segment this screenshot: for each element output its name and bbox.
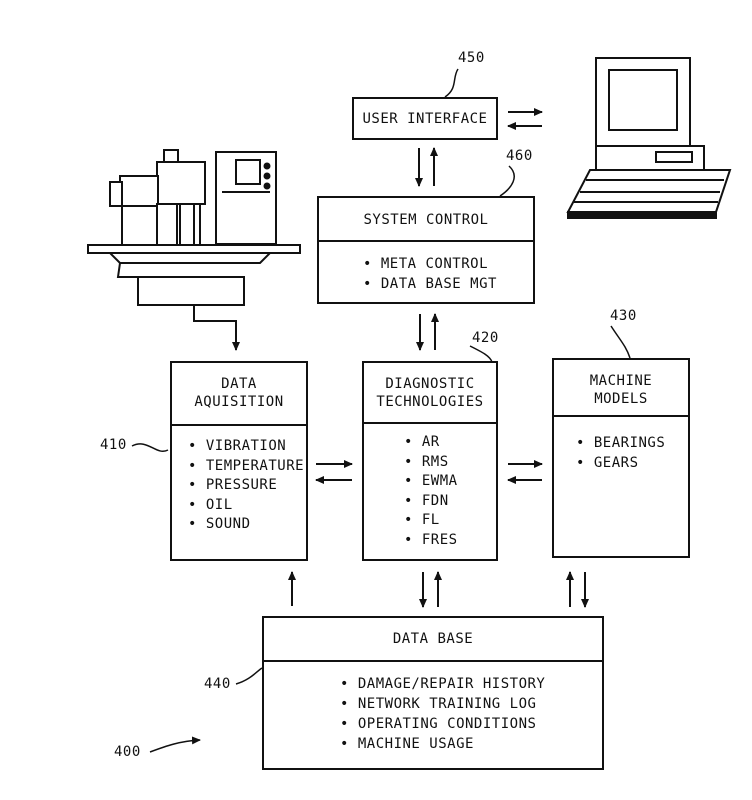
user-interface-ref: 450 bbox=[458, 50, 485, 66]
list-item: PRESSURE bbox=[188, 476, 304, 496]
diagnostic-technologies-box: DIAGNOSTIC TECHNOLOGIES AR RMS EWMA FDN … bbox=[362, 361, 498, 561]
data-acquisition-ref: 410 bbox=[100, 437, 127, 453]
list-item: FDN bbox=[404, 492, 458, 512]
models-database-arrows bbox=[570, 572, 585, 607]
list-item: AR bbox=[404, 433, 458, 453]
data-base-title: DATA BASE bbox=[264, 630, 602, 648]
list-item: META CONTROL bbox=[363, 254, 497, 274]
machine-to-acquisition-arrow bbox=[194, 305, 236, 350]
list-item: DATA BASE MGT bbox=[363, 274, 497, 294]
control-diagnostic-arrows bbox=[420, 314, 435, 350]
system-control-box: SYSTEM CONTROL META CONTROL DATA BASE MG… bbox=[317, 196, 535, 304]
machine-models-box: MACHINE MODELS BEARINGS GEARS bbox=[552, 358, 690, 558]
diagnostic-technologies-title: DIAGNOSTIC TECHNOLOGIES bbox=[364, 375, 496, 411]
data-base-items: DAMAGE/REPAIR HISTORY NETWORK TRAINING L… bbox=[340, 674, 545, 754]
list-item: BEARINGS bbox=[576, 434, 665, 454]
title-line: MODELS bbox=[554, 390, 688, 408]
title-line: TECHNOLOGIES bbox=[364, 393, 496, 411]
acquisition-diagnostic-arrows bbox=[316, 464, 352, 480]
machine-models-title: MACHINE MODELS bbox=[554, 372, 688, 408]
list-item: MACHINE USAGE bbox=[340, 734, 545, 754]
data-acquisition-title: DATA AQUISITION bbox=[172, 375, 306, 411]
data-acquisition-box: DATA AQUISITION VIBRATION TEMPERATURE PR… bbox=[170, 361, 308, 561]
system-control-title: SYSTEM CONTROL bbox=[319, 211, 533, 229]
computer-terminal-icon bbox=[568, 58, 730, 218]
list-item: FL bbox=[404, 511, 458, 531]
title-line: MACHINE bbox=[554, 372, 688, 390]
machine-models-items: BEARINGS GEARS bbox=[576, 434, 665, 473]
diagnostic-models-arrows bbox=[508, 464, 542, 480]
list-item: VIBRATION bbox=[188, 437, 304, 457]
diagnostic-technologies-items: AR RMS EWMA FDN FL FRES bbox=[404, 433, 458, 550]
data-base-box: DATA BASE DAMAGE/REPAIR HISTORY NETWORK … bbox=[262, 616, 604, 770]
system-control-ref: 460 bbox=[506, 148, 533, 164]
list-item: GEARS bbox=[576, 454, 665, 474]
user-interface-box: USER INTERFACE bbox=[352, 97, 498, 140]
list-item: OPERATING CONDITIONS bbox=[340, 714, 545, 734]
list-item: SOUND bbox=[188, 515, 304, 535]
user-interface-title: USER INTERFACE bbox=[354, 110, 496, 128]
ui-control-arrows bbox=[419, 148, 434, 186]
diagnostic-technologies-ref: 420 bbox=[472, 330, 499, 346]
data-acquisition-items: VIBRATION TEMPERATURE PRESSURE OIL SOUND bbox=[188, 437, 304, 535]
system-control-items: META CONTROL DATA BASE MGT bbox=[363, 254, 497, 294]
diagnostic-database-arrows bbox=[423, 572, 438, 607]
list-item: DAMAGE/REPAIR HISTORY bbox=[340, 674, 545, 694]
figure-ref: 400 bbox=[114, 744, 141, 760]
title-line: DIAGNOSTIC bbox=[364, 375, 496, 393]
list-item: EWMA bbox=[404, 472, 458, 492]
machine-tool-icon bbox=[88, 150, 300, 305]
ui-computer-arrows bbox=[508, 112, 542, 126]
list-item: TEMPERATURE bbox=[188, 457, 304, 477]
title-line: AQUISITION bbox=[172, 393, 306, 411]
title-line: DATA bbox=[172, 375, 306, 393]
machine-models-ref: 430 bbox=[610, 308, 637, 324]
list-item: NETWORK TRAINING LOG bbox=[340, 694, 545, 714]
list-item: OIL bbox=[188, 496, 304, 516]
list-item: FRES bbox=[404, 531, 458, 551]
list-item: RMS bbox=[404, 453, 458, 473]
data-base-ref: 440 bbox=[204, 676, 231, 692]
